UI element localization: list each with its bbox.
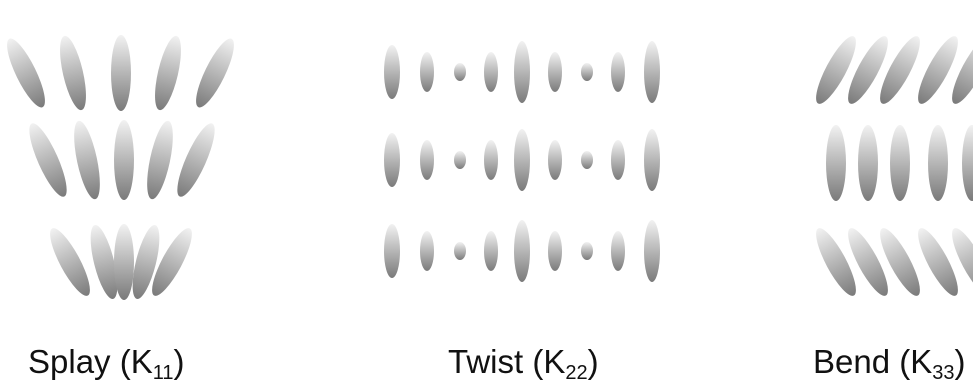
twist-molecule (644, 41, 660, 103)
twist-molecule (581, 151, 593, 169)
twist-molecule (420, 52, 434, 92)
splay-molecule (0, 34, 51, 111)
bend-caption: Bend (K33) (813, 342, 966, 382)
twist-molecule (384, 133, 400, 187)
twist-molecule (581, 63, 593, 81)
twist-molecule (454, 151, 466, 169)
twist-molecule (484, 231, 498, 271)
splay-molecule (55, 34, 92, 113)
twist-molecule (454, 242, 466, 260)
twist-molecule (484, 52, 498, 92)
splay-caption-name: Splay (28, 343, 111, 380)
twist-molecule (420, 231, 434, 271)
twist-molecule (420, 140, 434, 180)
twist-molecule (384, 224, 400, 278)
splay-molecule (69, 119, 105, 201)
splay-molecule (189, 34, 240, 111)
twist-molecule (514, 129, 530, 191)
splay-molecule-group (0, 34, 240, 302)
twist-molecule (514, 220, 530, 282)
splay-molecule (23, 119, 74, 200)
twist-molecule (611, 52, 625, 92)
twist-molecule (548, 231, 562, 271)
twist-caption: Twist (K22) (448, 342, 599, 382)
bend-caption-subscript: 33 (932, 362, 954, 384)
splay-molecule (171, 119, 222, 200)
twist-caption-name: Twist (448, 343, 523, 380)
twist-molecule (611, 231, 625, 271)
splay-molecule (114, 120, 134, 200)
bend-caption-name: Bend (813, 343, 890, 380)
splay-caption: Splay (K11) (28, 342, 185, 382)
twist-molecule (644, 220, 660, 282)
twist-caption-subscript: 22 (565, 362, 587, 384)
twist-molecule (644, 129, 660, 191)
twist-molecule (454, 63, 466, 81)
twist-molecule (548, 140, 562, 180)
twist-molecule (581, 242, 593, 260)
splay-molecule (111, 35, 131, 111)
twist-molecule (611, 140, 625, 180)
twist-molecule (384, 45, 400, 99)
bend-molecule-group (809, 32, 973, 300)
splay-molecule (150, 34, 187, 113)
bend-molecule (826, 125, 846, 201)
splay-molecule (114, 224, 134, 300)
bend-molecule (890, 125, 910, 201)
bend-molecule (928, 125, 948, 201)
bend-molecule (962, 125, 973, 201)
twist-molecule (514, 41, 530, 103)
splay-molecule (142, 119, 178, 201)
splay-molecule (43, 224, 96, 300)
twist-molecule-group (384, 41, 660, 282)
splay-caption-subscript: 11 (153, 362, 174, 384)
bend-molecule (858, 125, 878, 201)
twist-molecule (548, 52, 562, 92)
twist-molecule (484, 140, 498, 180)
